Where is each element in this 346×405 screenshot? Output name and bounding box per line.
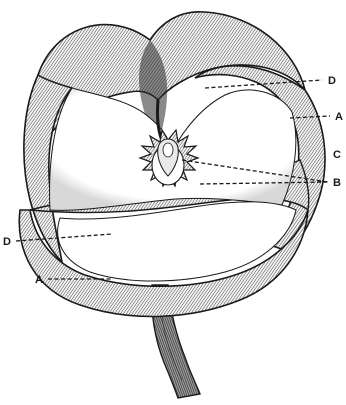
label-d-right: D xyxy=(328,75,336,87)
label-a-right: A xyxy=(335,111,343,123)
label-b-right: B xyxy=(333,177,341,189)
label-a-left: A xyxy=(35,274,43,286)
label-c-right: C xyxy=(333,149,341,161)
label-d-left: D xyxy=(3,236,11,248)
